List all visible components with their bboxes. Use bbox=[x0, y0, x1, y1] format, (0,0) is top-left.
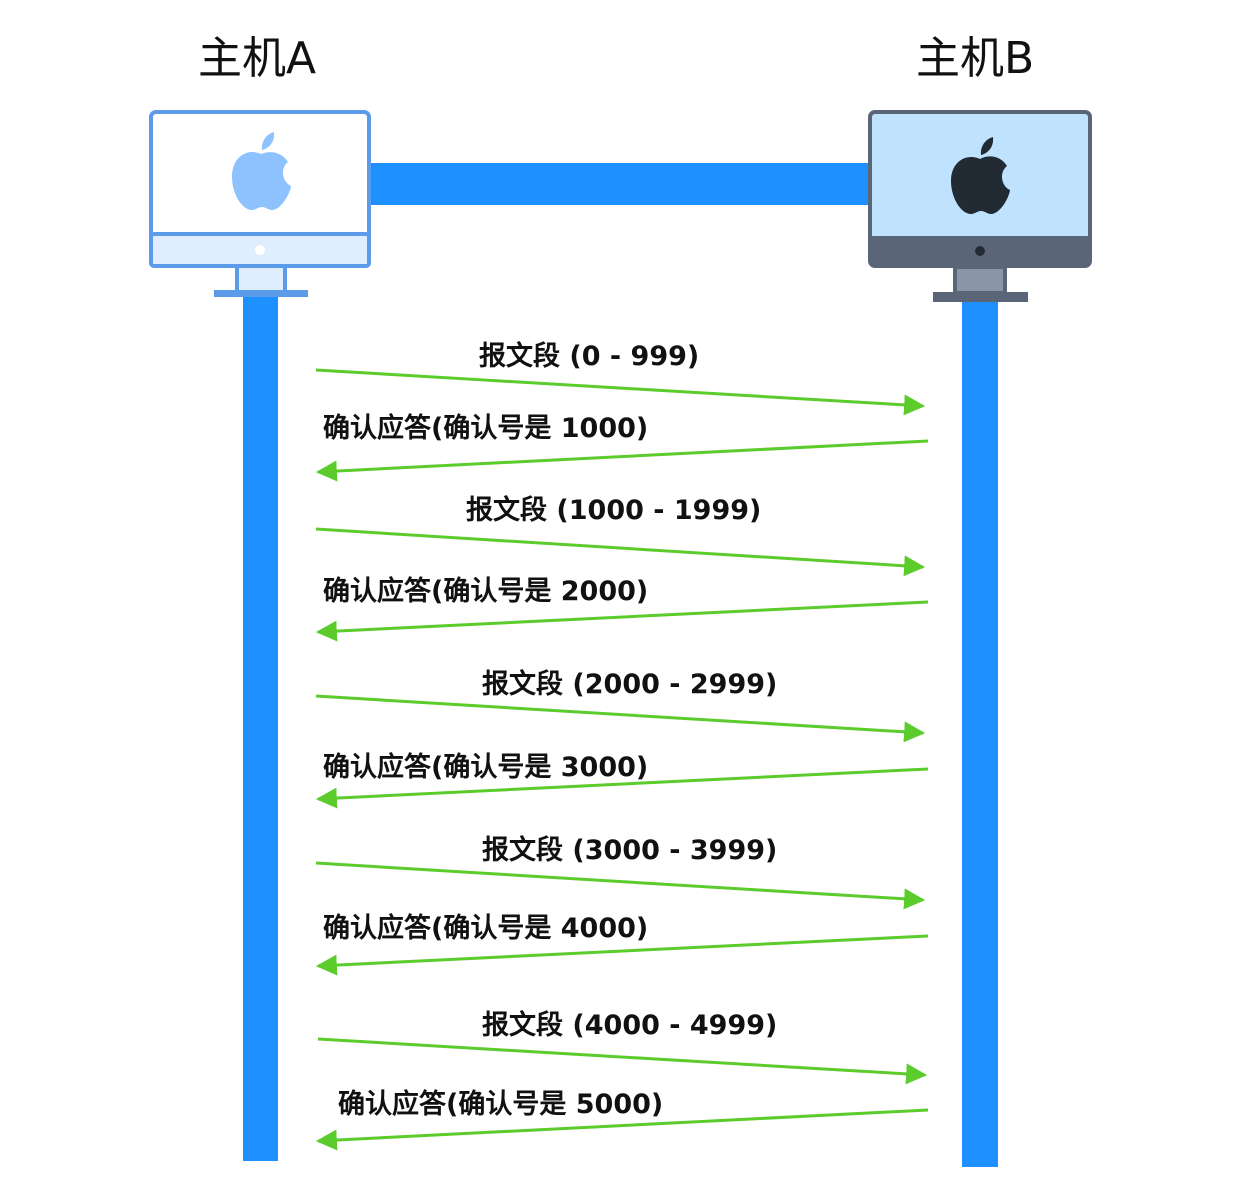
arrow-segment-2000-2999 bbox=[315, 694, 926, 743]
message-label: 确认应答(确认号是 3000) bbox=[323, 752, 649, 783]
arrow-segment-4000-4999 bbox=[317, 1037, 928, 1085]
message-label: 确认应答(确认号是 5000) bbox=[338, 1089, 664, 1120]
network-link bbox=[370, 163, 872, 205]
arrow-ack-5000 bbox=[315, 1108, 929, 1151]
arrow-segment-1000-1999 bbox=[315, 527, 926, 577]
message-label: 报文段 (3000 - 3999) bbox=[482, 835, 778, 866]
message-label: 报文段 (2000 - 2999) bbox=[482, 669, 778, 700]
arrow-ack-1000 bbox=[315, 439, 929, 482]
host-b-computer-icon bbox=[868, 110, 1092, 302]
message-arrows bbox=[315, 368, 929, 1151]
message-label: 报文段 (4000 - 4999) bbox=[482, 1010, 778, 1041]
host-a-timeline bbox=[243, 295, 278, 1161]
message-label: 报文段 (1000 - 1999) bbox=[466, 495, 762, 526]
arrow-ack-2000 bbox=[315, 600, 929, 642]
message-label: 报文段 (0 - 999) bbox=[479, 341, 700, 372]
host-b-title: 主机B bbox=[916, 33, 1035, 84]
arrow-ack-4000 bbox=[315, 934, 929, 976]
message-label: 确认应答(确认号是 4000) bbox=[323, 913, 649, 944]
apple-logo-icon bbox=[951, 137, 1010, 214]
arrow-ack-3000 bbox=[315, 767, 929, 809]
message-label: 确认应答(确认号是 2000) bbox=[323, 576, 649, 607]
host-a-title: 主机A bbox=[198, 33, 317, 84]
message-label: 确认应答(确认号是 1000) bbox=[323, 413, 649, 444]
arrow-segment-0-999 bbox=[315, 368, 926, 416]
host-b-timeline bbox=[962, 300, 998, 1167]
arrow-segment-3000-3999 bbox=[315, 861, 926, 910]
apple-logo-icon bbox=[232, 132, 291, 210]
host-a-computer-icon bbox=[149, 110, 371, 297]
